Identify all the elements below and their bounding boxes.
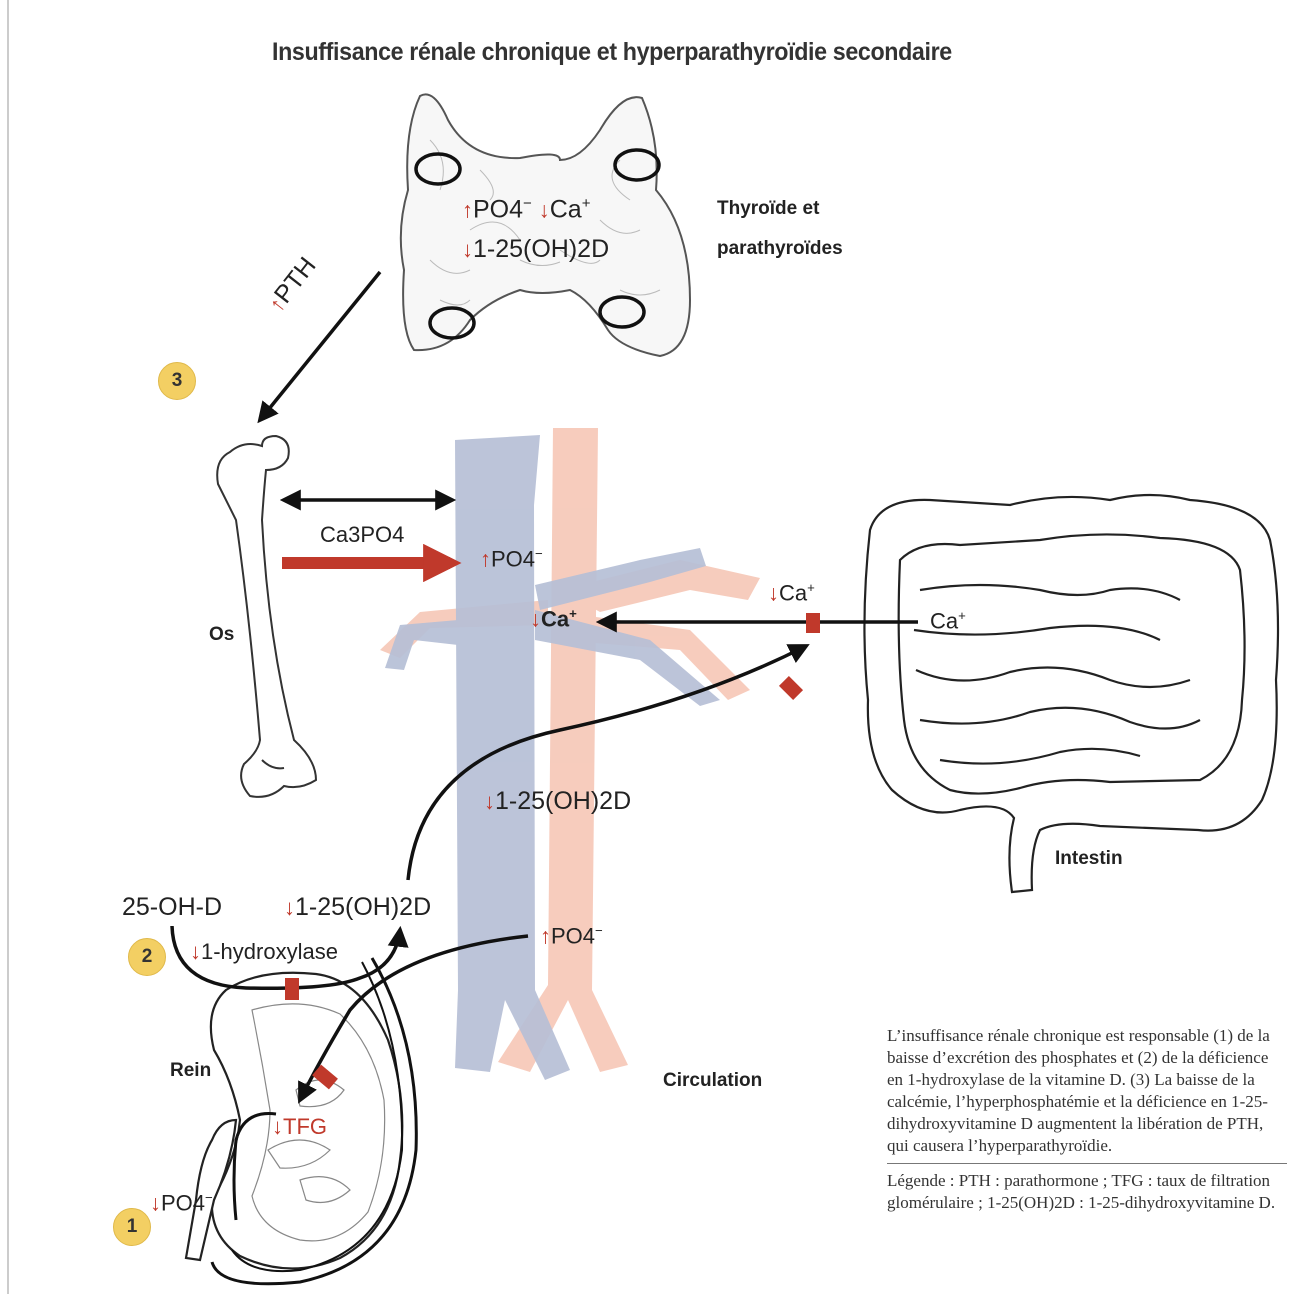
- tfg-label: ↓TFG: [272, 1114, 327, 1140]
- bone-label: Os: [209, 624, 234, 646]
- kidney-vitd-label: ↓1-25(OH)2D: [284, 893, 431, 922]
- circulation-ca: ↓Ca+: [530, 606, 577, 632]
- intestine-ca-in: Ca+: [930, 608, 966, 634]
- enzyme-label: ↓1-hydroxylase: [190, 939, 338, 965]
- diagram-title: Insuffisance rénale chronique et hyperpa…: [272, 38, 952, 67]
- thyroid-label-line1: Thyroïde et: [717, 198, 819, 220]
- artery-vessel: [380, 428, 760, 1072]
- thyroid-po4-label: ↑PO4− ↓Ca+: [462, 195, 590, 224]
- thyroid-gland-shape: [401, 94, 690, 356]
- circulation-vitd: ↓1-25(OH)2D: [484, 787, 631, 816]
- kidney-label: Rein: [170, 1060, 211, 1082]
- precursor-label: 25-OH-D: [122, 893, 222, 922]
- figure-caption: L’insuffisance rénale chronique est resp…: [887, 1025, 1287, 1214]
- intestine-label: Intestin: [1055, 848, 1123, 870]
- caption-main: L’insuffisance rénale chronique est resp…: [887, 1025, 1287, 1157]
- kidney-po4-label: ↓PO4−: [150, 1190, 213, 1216]
- step-badge-2: 2: [128, 938, 166, 976]
- intestine-shape: [864, 495, 1278, 892]
- caption-legend: Légende : PTH : parathormone ; TFG : tau…: [887, 1170, 1287, 1214]
- caption-divider: [887, 1163, 1287, 1164]
- step-badge-1: 1: [113, 1208, 151, 1246]
- thyroid-vitd-label: ↓1-25(OH)2D: [462, 235, 609, 264]
- ca3po4-label: Ca3PO4: [320, 522, 404, 548]
- circulation-po4-top: ↑PO4−: [480, 546, 543, 572]
- step-badge-3: 3: [158, 362, 196, 400]
- bone-shape: [217, 436, 316, 797]
- circulation-label: Circulation: [663, 1070, 762, 1092]
- thyroid-label-line2: parathyroïdes: [717, 238, 843, 260]
- circulation-po4-bottom: ↑PO4−: [540, 923, 603, 949]
- intestine-ca-out: ↓Ca+: [768, 580, 815, 606]
